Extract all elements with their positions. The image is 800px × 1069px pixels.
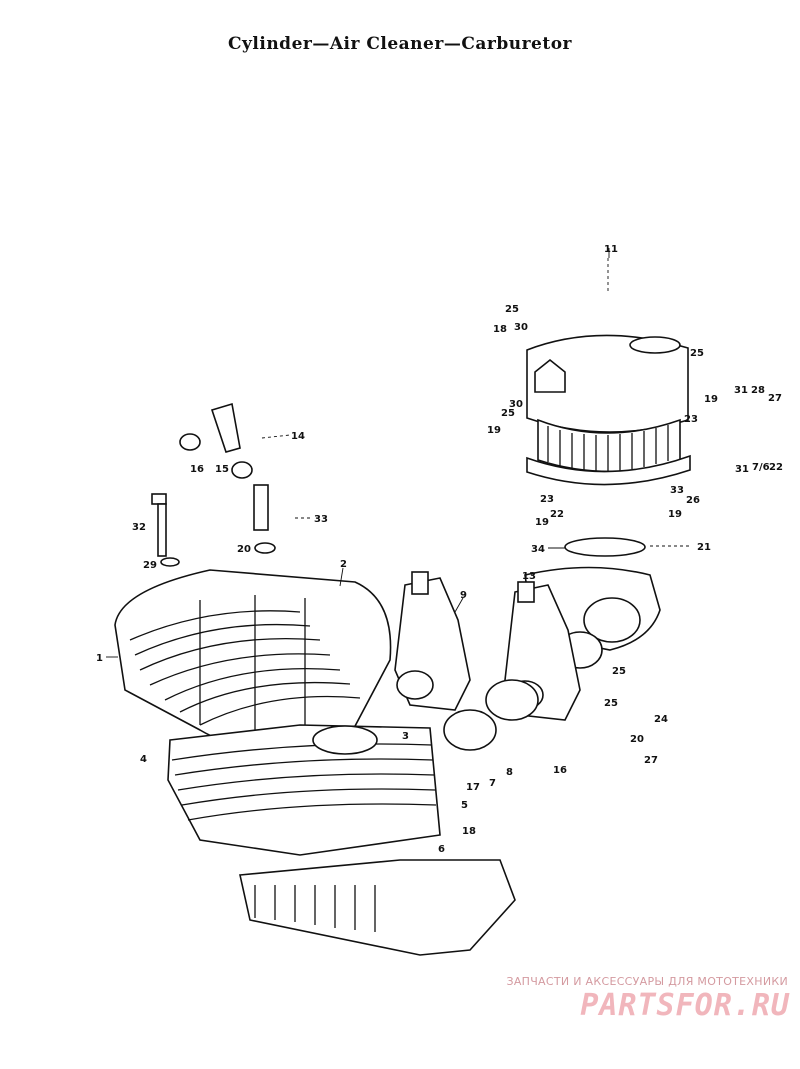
callout-9: 9 bbox=[460, 590, 467, 601]
callout-33b: 33 bbox=[314, 514, 328, 525]
callout-20: 20 bbox=[630, 734, 644, 745]
callout-34: 34 bbox=[531, 544, 545, 555]
callout-19d: 19 bbox=[668, 509, 682, 520]
spark-plug-cap bbox=[179, 402, 253, 479]
callout-21: 21 bbox=[697, 542, 711, 553]
callout-1: 1 bbox=[96, 653, 103, 664]
callout-25b: 25 bbox=[690, 348, 704, 359]
callout-16b: 16 bbox=[553, 765, 567, 776]
callout-6: 6 bbox=[438, 844, 445, 855]
callout-25e: 25 bbox=[604, 698, 618, 709]
stud-bolt bbox=[151, 493, 180, 567]
callout-31b: 31 bbox=[735, 464, 749, 475]
air-cleaner-housing bbox=[526, 334, 691, 486]
callout-19b: 19 bbox=[487, 425, 501, 436]
callout-31: 31 bbox=[734, 385, 748, 396]
callout-22: 22 bbox=[769, 462, 783, 473]
callout-14: 14 bbox=[291, 431, 305, 442]
callout-15: 15 bbox=[215, 464, 229, 475]
carburetor-left bbox=[394, 571, 471, 711]
callout-8: 8 bbox=[506, 767, 513, 778]
page-title: Cylinder—Air Cleaner—Carburetor bbox=[228, 34, 572, 54]
callout-19: 19 bbox=[704, 394, 718, 405]
callout-4: 4 bbox=[140, 754, 147, 765]
callout-7-6: 7/6 bbox=[752, 462, 770, 473]
callout-25c: 25 bbox=[501, 408, 515, 419]
callout-5: 5 bbox=[461, 800, 468, 811]
callout-27b: 27 bbox=[644, 755, 658, 766]
intake-manifold-right bbox=[485, 679, 539, 721]
intake-manifold-left bbox=[443, 709, 497, 751]
callout-7: 7 bbox=[489, 778, 496, 789]
leader-lines bbox=[106, 248, 690, 658]
hose-clamp bbox=[564, 537, 646, 557]
callout-25: 25 bbox=[505, 304, 519, 315]
callout-32: 32 bbox=[132, 522, 146, 533]
callout-17: 17 bbox=[466, 782, 480, 793]
callout-28: 28 bbox=[751, 385, 765, 396]
callout-3: 3 bbox=[402, 731, 409, 742]
callout-30b: 30 bbox=[509, 399, 523, 410]
callout-23b: 23 bbox=[540, 494, 554, 505]
callout-16: 16 bbox=[190, 464, 204, 475]
callout-18b: 18 bbox=[462, 826, 476, 837]
cylinder-block bbox=[167, 724, 441, 856]
watermark-logo: PARTSFOR.RU bbox=[580, 988, 790, 1023]
callout-19c: 19 bbox=[535, 517, 549, 528]
callout-11: 11 bbox=[604, 244, 618, 255]
callout-30: 30 bbox=[514, 322, 528, 333]
callout-30c: 20 bbox=[237, 544, 251, 555]
cylinder-head bbox=[114, 569, 392, 751]
crankcase bbox=[239, 859, 516, 956]
spark-plug bbox=[253, 484, 276, 554]
callout-2: 2 bbox=[340, 559, 347, 570]
callout-27: 27 bbox=[768, 393, 782, 404]
callout-13: 13 bbox=[522, 571, 536, 582]
callout-26: 26 bbox=[686, 495, 700, 506]
callout-18: 18 bbox=[493, 324, 507, 335]
callout-29: 29 bbox=[143, 560, 157, 571]
callout-25d: 25 bbox=[612, 666, 626, 677]
callout-numbers: 11 25 18 30 25 19 31 28 27 30 25 19 23 3… bbox=[96, 244, 783, 855]
callout-33: 33 bbox=[670, 485, 684, 496]
callout-23: 23 bbox=[684, 414, 698, 425]
callout-22b: 22 bbox=[550, 509, 564, 520]
watermark-tagline: ЗАПЧАСТИ И АКСЕССУАРЫ ДЛЯ МОТОТЕХНИКИ bbox=[506, 975, 788, 988]
callout-24: 24 bbox=[654, 714, 668, 725]
